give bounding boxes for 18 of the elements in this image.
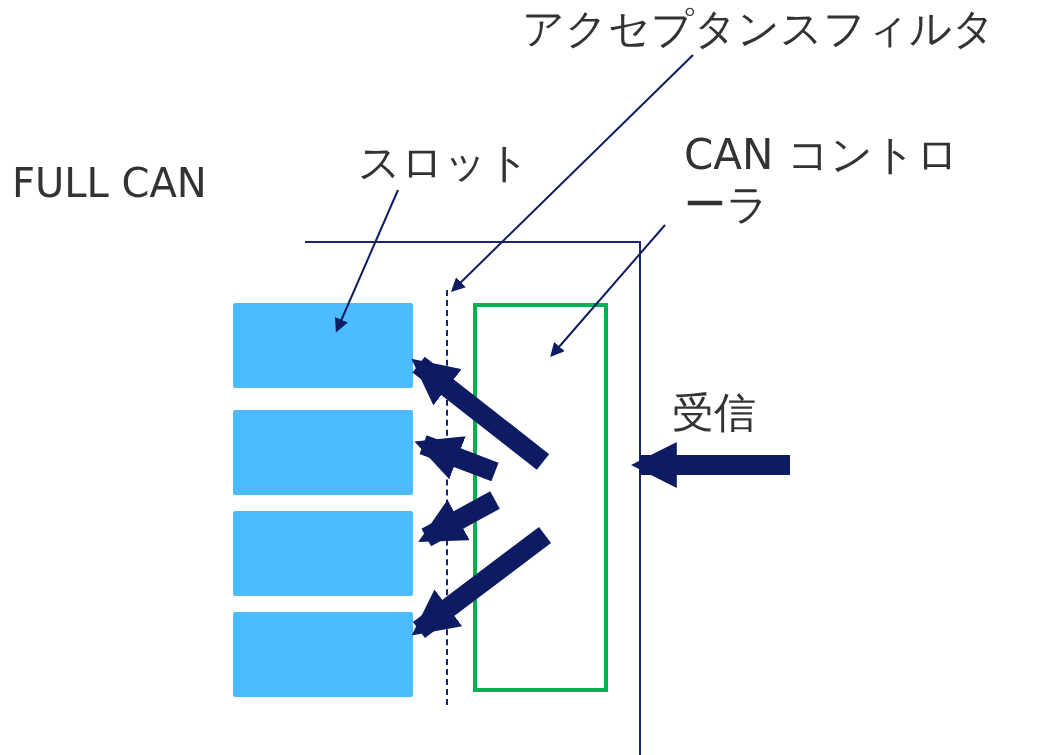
leader-line <box>550 224 666 358</box>
leader-line <box>335 189 399 333</box>
slot-box <box>233 303 413 388</box>
edge-label: 受信 <box>672 388 756 438</box>
arrow <box>411 356 550 470</box>
callout-label: スロット <box>358 138 530 188</box>
callout-label: アクセプタンスフィルタ <box>522 4 995 54</box>
callout-label: CAN コントローラ <box>684 130 984 230</box>
leader-line <box>451 54 694 292</box>
arrow <box>630 442 790 488</box>
controller-box <box>473 303 608 692</box>
arrow <box>411 527 551 638</box>
slot-box <box>233 612 413 697</box>
slot-box <box>233 410 413 495</box>
diagram-label: FULL CAN <box>12 159 207 208</box>
arrow <box>414 435 499 482</box>
filter-line <box>446 290 450 705</box>
slot-box <box>233 511 413 596</box>
